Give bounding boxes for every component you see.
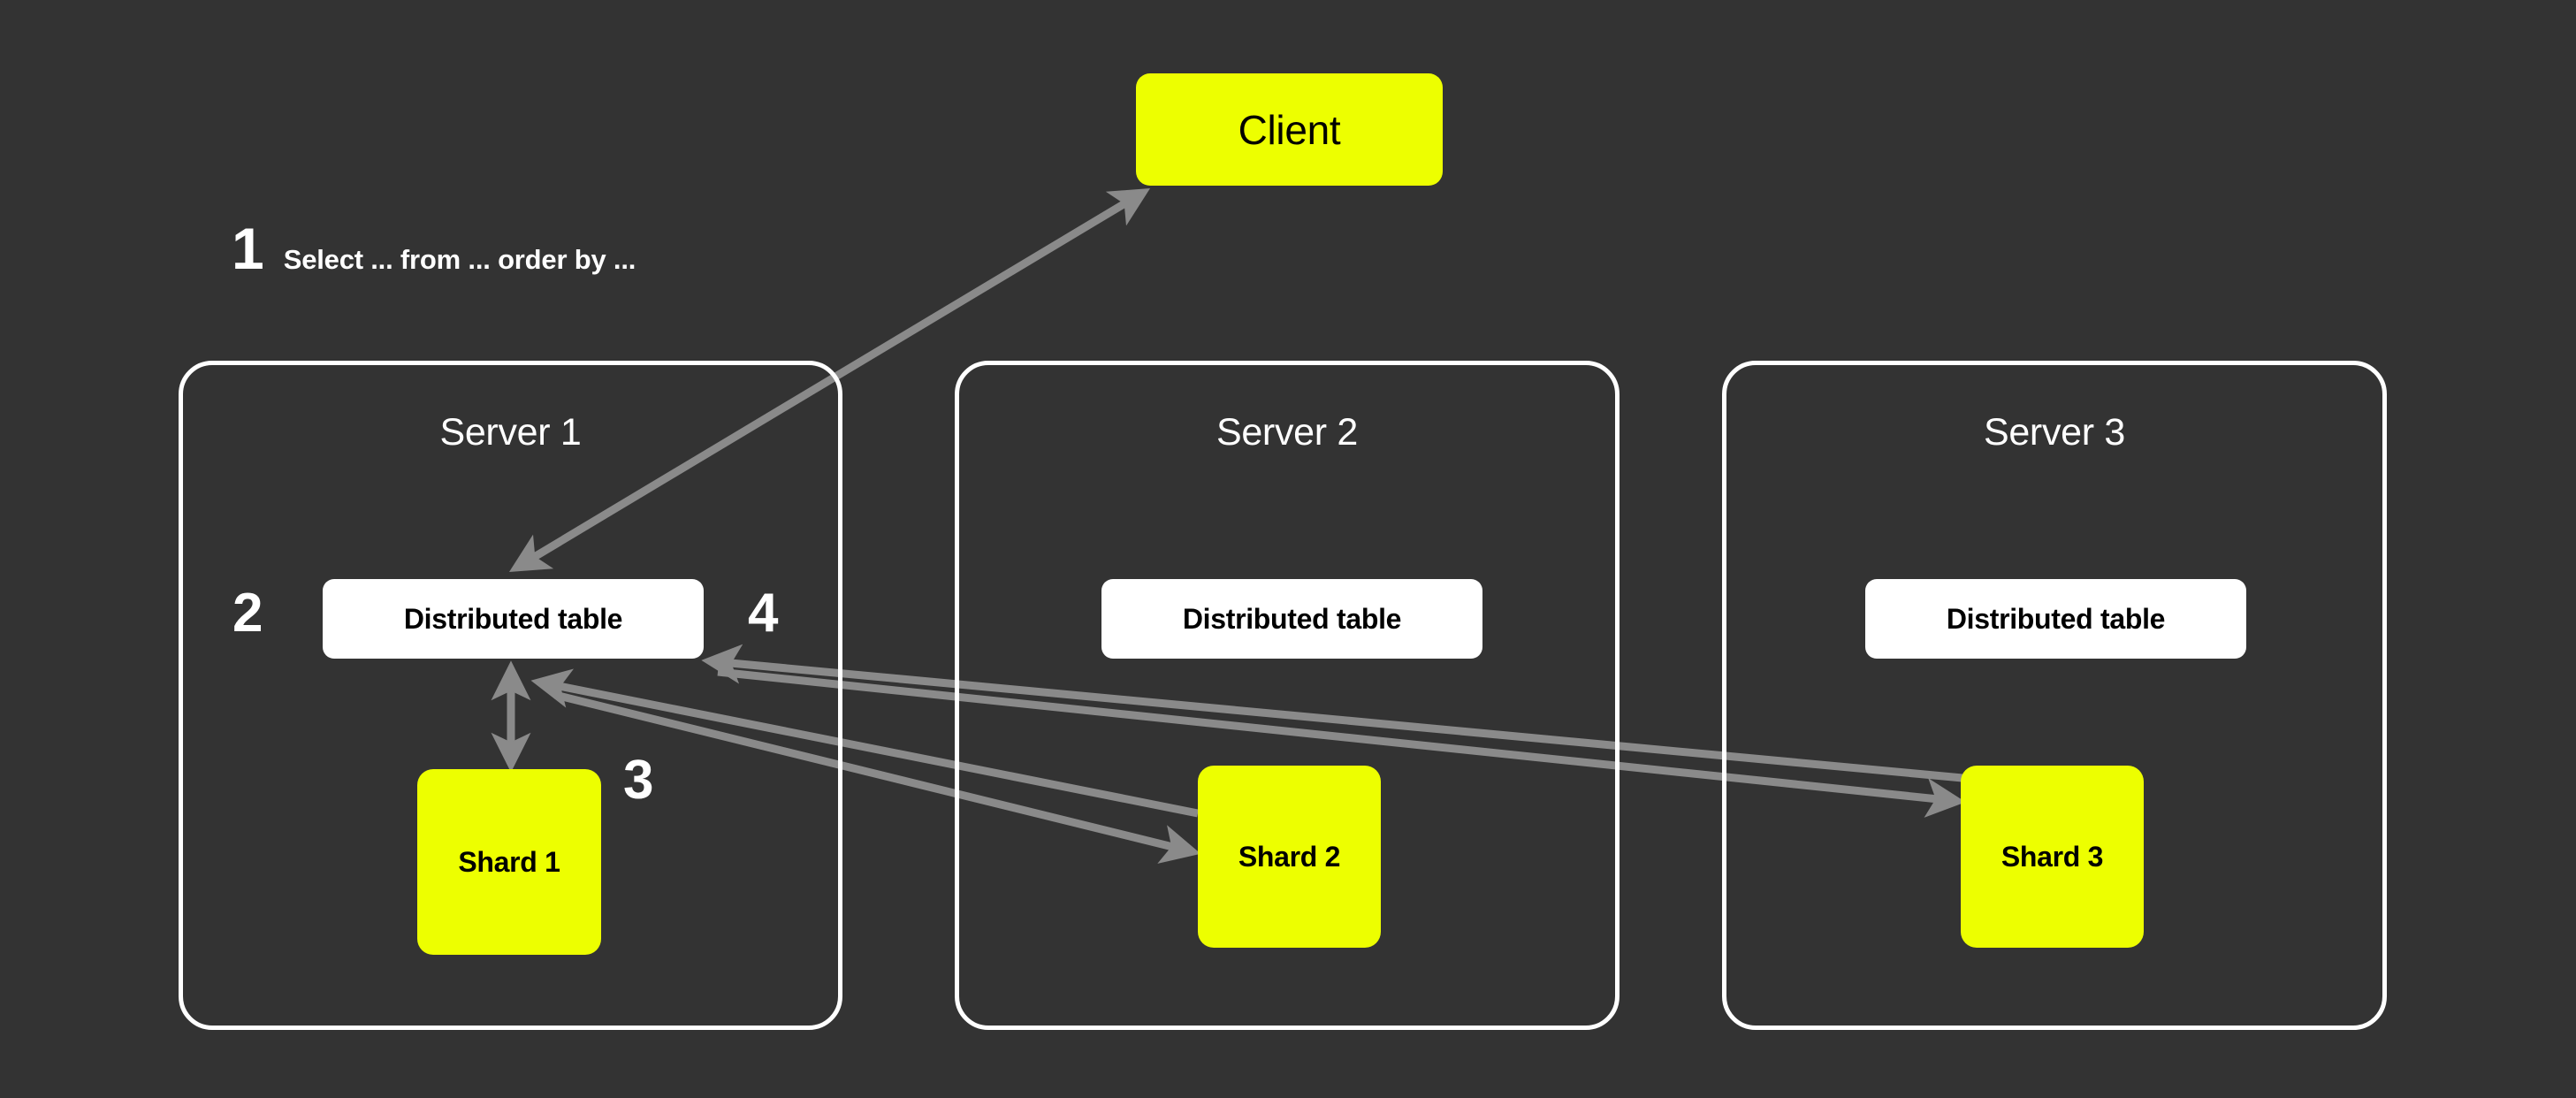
distributed-table-server-2-label: Distributed table <box>1182 602 1402 635</box>
distributed-table-server-3-label: Distributed table <box>1946 602 2166 635</box>
shard-2-label: Shard 2 <box>1238 840 1341 873</box>
shard-2-node[interactable]: Shard 2 <box>1198 766 1381 948</box>
shard-3-node[interactable]: Shard 3 <box>1961 766 2144 948</box>
server-panel-2: Server 2 <box>955 361 1620 1030</box>
server-2-title: Server 2 <box>1216 411 1359 454</box>
shard-1-node[interactable]: Shard 1 <box>417 769 601 955</box>
step-1-query-text: Select ... from ... order by ... <box>283 244 636 275</box>
server-1-title: Server 1 <box>439 411 582 454</box>
shard-3-label: Shard 3 <box>2001 840 2104 873</box>
distributed-table-server-2[interactable]: Distributed table <box>1101 579 1482 659</box>
step-1-number: 1 <box>232 216 264 281</box>
server-panel-3: Server 3 <box>1722 361 2387 1030</box>
step-1-caption: 1 Select ... from ... order by ... <box>232 219 636 278</box>
server-panel-1: Server 1 <box>179 361 842 1030</box>
client-label: Client <box>1238 106 1341 153</box>
distributed-table-server-1-label: Distributed table <box>403 602 623 635</box>
distributed-table-server-3[interactable]: Distributed table <box>1865 579 2246 659</box>
distributed-table-server-1[interactable]: Distributed table <box>323 579 704 659</box>
step-3-number: 3 <box>623 750 654 811</box>
client-node[interactable]: Client <box>1136 73 1443 186</box>
step-4-number: 4 <box>748 583 779 644</box>
server-3-title: Server 3 <box>1983 411 2126 454</box>
shard-1-label: Shard 1 <box>458 845 560 878</box>
step-2-number: 2 <box>232 583 263 644</box>
